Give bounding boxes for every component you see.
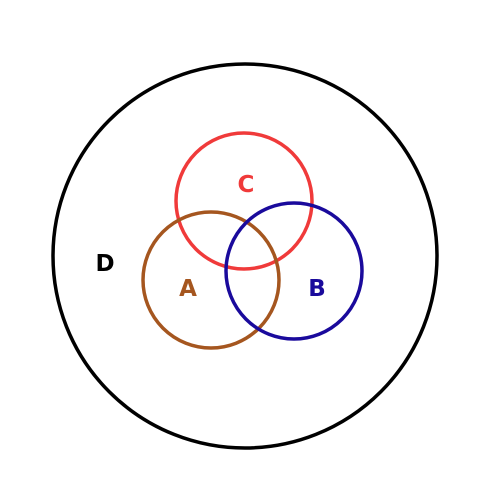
set-a-circle bbox=[141, 210, 281, 350]
set-d-label: D bbox=[95, 251, 114, 277]
set-b-circle bbox=[224, 201, 364, 341]
set-c-label: C bbox=[238, 172, 255, 198]
set-d-circle bbox=[51, 62, 439, 450]
set-a-label: A bbox=[179, 276, 197, 302]
set-c-circle bbox=[174, 131, 314, 271]
set-b-label: B bbox=[308, 276, 326, 302]
